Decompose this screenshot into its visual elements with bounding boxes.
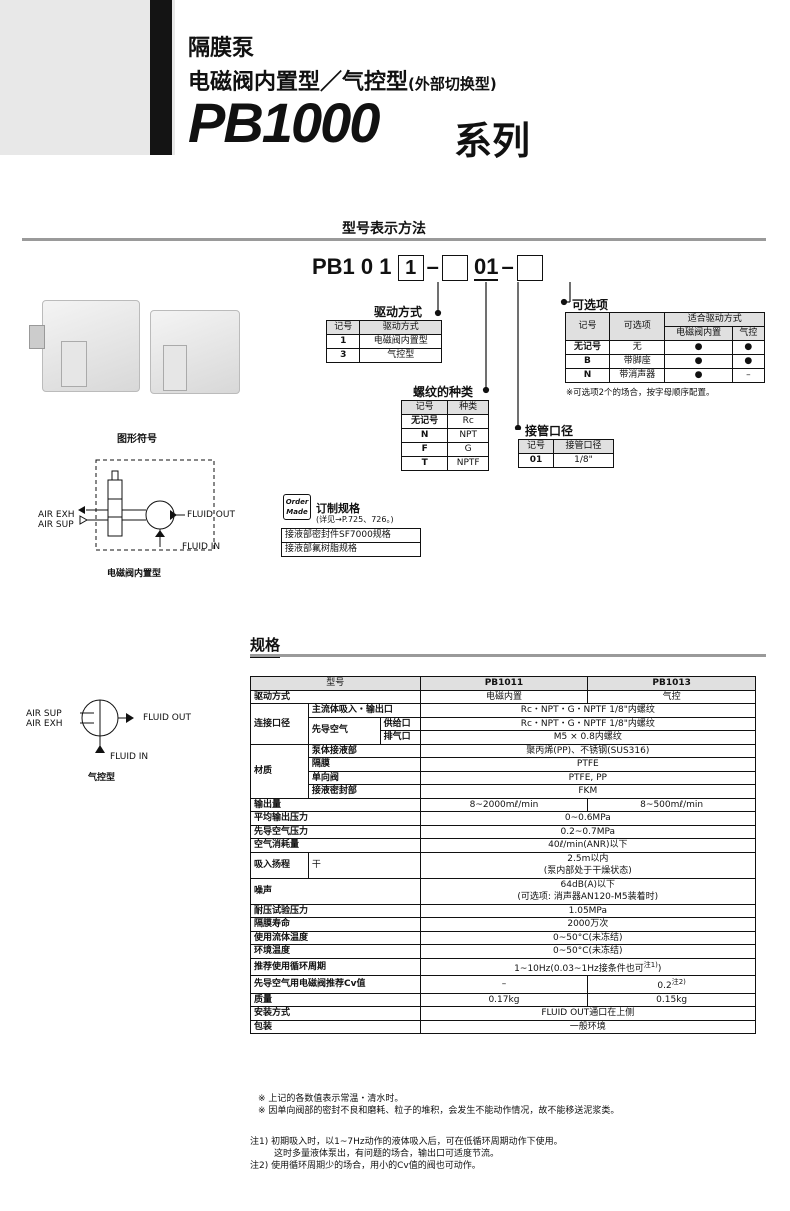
code-option-box	[516, 255, 543, 282]
page-title-line1: 隔膜泵	[188, 36, 255, 61]
thread-title: 螺纹的种类	[413, 385, 474, 399]
code-port: 01	[474, 254, 499, 281]
spec-notes: ※ 上记的各数值表示常温・清水时。※ 因单向阀部的密封不良和磨耗、粒子的堆积，会…	[258, 1094, 620, 1116]
solenoid-symbol-diagram	[78, 459, 215, 551]
spec-footnotes: 注1) 初期吸入时，以1~7Hz动作的液体吸入后，可在低循环周期动作下使用。 这…	[250, 1137, 563, 1171]
symbol-title: 图形符号	[117, 434, 157, 445]
option-title: 可选项	[572, 298, 609, 312]
section-divider	[22, 238, 766, 241]
pilot-symbol-diagram	[80, 699, 134, 753]
page-title-line2: 电磁阀内置型／气控型(外部切换型)	[188, 70, 497, 95]
code-leader-lines	[434, 282, 571, 430]
order-ref: (详见→P.725、726。)	[316, 515, 394, 524]
header-gray-block	[0, 0, 175, 155]
product-photo-pb1013	[150, 310, 240, 394]
solenoid-fluid-in: FLUID IN	[182, 542, 221, 552]
section-title-model: 型号表示方法	[342, 218, 426, 241]
solenoid-fluid-out: FLUID OUT	[187, 510, 235, 520]
drive-title: 驱动方式	[374, 305, 423, 319]
option-note: ※可选项2个的场合，按字母顺序配置。	[566, 388, 715, 398]
pilot-fluid-out: FLUID OUT	[143, 713, 191, 723]
section-title-spec: 规格	[250, 634, 281, 658]
spec-divider	[250, 654, 766, 657]
model-code: PB1 0 1 1– 01–	[312, 254, 543, 282]
code-drive-box: 1	[397, 255, 424, 282]
code-thread-box	[441, 255, 468, 282]
pilot-fluid-in: FLUID IN	[110, 752, 149, 762]
product-photo-pb1011	[29, 300, 140, 392]
order-table: 接液部密封件SF7000规格 接液部氟树脂规格	[281, 528, 421, 557]
model-title: PB1000	[188, 91, 380, 154]
header-black-bar	[150, 0, 172, 155]
series-label: 系列	[454, 119, 531, 163]
solenoid-caption: 电磁阀内置型	[107, 569, 162, 579]
port-title: 接管口径	[525, 424, 574, 438]
order-title: 订制规格	[316, 502, 360, 515]
pilot-caption: 气控型	[88, 773, 116, 783]
